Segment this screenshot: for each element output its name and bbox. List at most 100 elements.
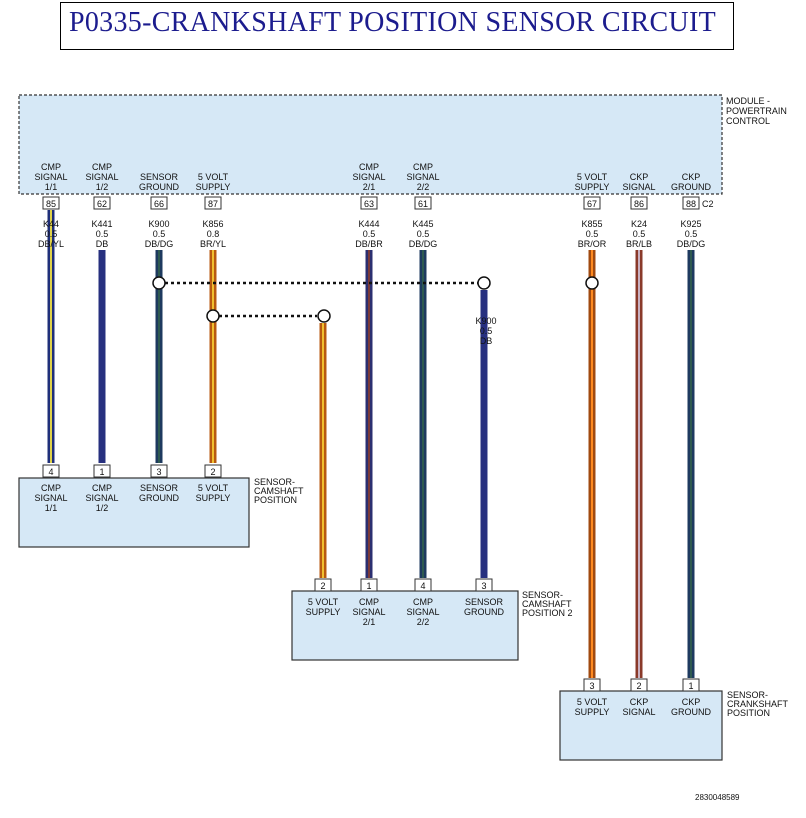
module-label-line-2: POWERTRAIN (726, 106, 787, 116)
splice-point (206, 309, 220, 323)
sensor-pin-label: CKP (682, 697, 701, 707)
document-number: 2830048589 (695, 793, 740, 802)
module-pin-label: CMP (413, 162, 433, 172)
sensor-pin-label: CMP (41, 483, 61, 493)
sensor-pin-box (150, 464, 168, 478)
module-label-line-3: CONTROL (726, 116, 770, 126)
title-box: P0335-CRANKSHAFT POSITION SENSOR CIRCUIT (60, 2, 734, 50)
wire-label: K24 (631, 219, 647, 229)
sensor-pin-label: 5 VOLT (198, 483, 229, 493)
sensor-pin-box (414, 578, 432, 592)
sensor-pin-label: CMP (413, 597, 433, 607)
sensor-pin-box (314, 578, 332, 592)
wire-label: 0.5 (417, 229, 430, 239)
sensor-pin-number: 3 (481, 581, 486, 591)
module-pin-label: CMP (359, 162, 379, 172)
sensor-pin-label: GROUND (464, 607, 504, 617)
sensor-pin-label: CMP (92, 483, 112, 493)
sensor-name-line: CAMSHAFT (254, 486, 304, 496)
module-pin-box (682, 196, 700, 210)
module-pin-label: 2/2 (417, 182, 430, 192)
module-pin-number: 62 (97, 199, 107, 209)
module-pin-label: SIGNAL (85, 172, 118, 182)
module-pin-label: 2/1 (363, 182, 376, 192)
page-title: P0335-CRANKSHAFT POSITION SENSOR CIRCUIT (69, 7, 717, 38)
module-pin-label: SUPPLY (575, 182, 610, 192)
wire-label: 0.5 (363, 229, 376, 239)
wire-label: K444 (358, 219, 379, 229)
splice-point (152, 276, 166, 290)
wire-label: BR/OR (578, 239, 607, 249)
sensor-pin-label: 2/2 (417, 617, 430, 627)
module-pin-box (150, 196, 168, 210)
sensor-pin-box (682, 678, 700, 692)
sensor-pin-label: CMP (359, 597, 379, 607)
sensor-name-line: SENSOR- (522, 590, 563, 600)
sensor-pin-box (93, 464, 111, 478)
wire-label: K44 (43, 219, 59, 229)
sensor-pin-box (475, 578, 493, 592)
cmp-sensor-1-box (18, 477, 250, 548)
splice-wire-label: K900 (475, 316, 496, 326)
module-pin-number: 86 (634, 199, 644, 209)
splice-point (477, 276, 491, 290)
module-pin-label: SIGNAL (622, 182, 655, 192)
sensor-pin-label: SIGNAL (622, 707, 655, 717)
wire-label: 0.8 (207, 229, 220, 239)
module-pin-label: SIGNAL (406, 172, 439, 182)
module-pin-box (204, 196, 222, 210)
module-pin-number: 63 (364, 199, 374, 209)
ckp-sensor-name: SENSOR- CRANKSHAFT POSITION (727, 690, 789, 718)
wire-label: K855 (581, 219, 602, 229)
module-pin-box (42, 196, 60, 210)
module-pin-box (630, 196, 648, 210)
wire-label: BR/YL (200, 239, 226, 249)
sensor-pin-box (42, 464, 60, 478)
module-pin-label: SIGNAL (34, 172, 67, 182)
labels-layer: CMPSIGNAL1/185K440.5DB/YLCMPSIGNAL1/262K… (34, 162, 711, 717)
module-pin-box (93, 196, 111, 210)
sensor-pin-number: 2 (210, 467, 215, 477)
sensor-pin-label: SENSOR (140, 483, 179, 493)
sensor-pin-label: 1/1 (45, 503, 58, 513)
module-pin-label: 5 VOLT (577, 172, 608, 182)
sensor-name-line: POSITION (254, 495, 297, 505)
module-pin-label: 1/2 (96, 182, 109, 192)
module-pin-number: 67 (587, 199, 597, 209)
module-pin-label: CMP (92, 162, 112, 172)
wire-label: K445 (412, 219, 433, 229)
sensor-pin-label: 5 VOLT (577, 697, 608, 707)
module-pin-label: GROUND (139, 182, 179, 192)
sensor-pin-box (360, 578, 378, 592)
sensor-pin-number: 2 (636, 681, 641, 691)
wire-label: DB/DG (677, 239, 706, 249)
module-pin-number: 61 (418, 199, 428, 209)
module-pin-label: GROUND (671, 182, 711, 192)
sensor-pin-label: SIGNAL (406, 607, 439, 617)
wire-label: K441 (91, 219, 112, 229)
sensor-name-line: CRANKSHAFT (727, 699, 789, 709)
splice-wire-label: 0.5 (480, 326, 493, 336)
sensor-pin-label: 2/1 (363, 617, 376, 627)
module-pin-box (360, 196, 378, 210)
wire-label: BR/LB (626, 239, 652, 249)
sensor-pin-number: 4 (48, 467, 53, 477)
module-pin-box (414, 196, 432, 210)
sensor-pin-label: GROUND (671, 707, 711, 717)
sensor-name-line: CAMSHAFT (522, 599, 572, 609)
sensor-pin-box (204, 464, 222, 478)
module-pin-label: CKP (682, 172, 701, 182)
module-pin-label: 5 VOLT (198, 172, 229, 182)
sensor-pin-number: 4 (420, 581, 425, 591)
sensor-pin-label: SUPPLY (196, 493, 231, 503)
sensor-name-line: POSITION 2 (522, 608, 573, 618)
wire-label: 0.5 (586, 229, 599, 239)
wire-label: DB/DG (409, 239, 438, 249)
sensor-pin-label: SIGNAL (85, 493, 118, 503)
sensor-pin-label: CKP (630, 697, 649, 707)
module-pin-label: SIGNAL (352, 172, 385, 182)
sensor-name-line: POSITION (727, 708, 770, 718)
sensor-pin-label: 1/2 (96, 503, 109, 513)
sensor-pin-number: 1 (99, 467, 104, 477)
wire-label: K856 (202, 219, 223, 229)
